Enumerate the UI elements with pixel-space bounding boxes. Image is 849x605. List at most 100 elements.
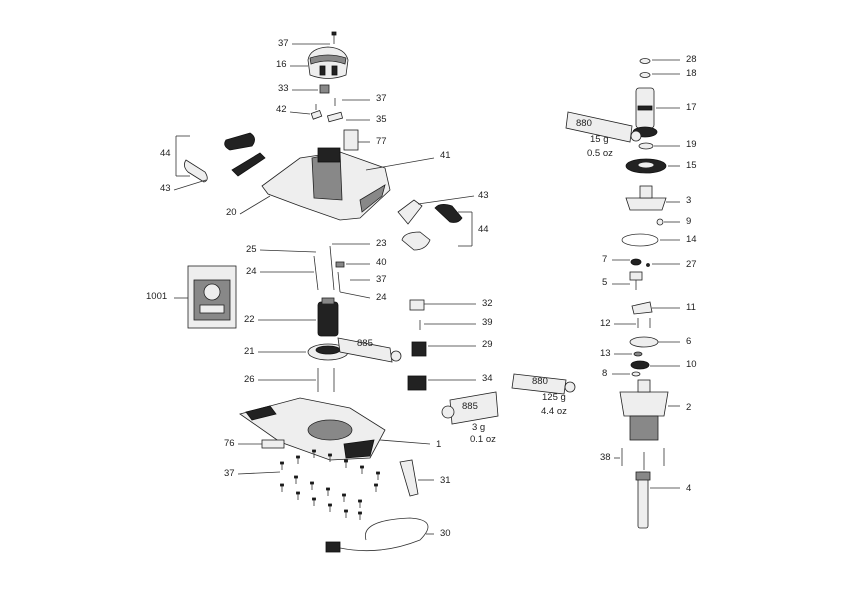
callout-5: 5 [602,277,607,288]
part-small-ring-9 [656,218,664,226]
callout-24: 24 [246,266,257,277]
tube-code: 880 [576,118,592,129]
screw-head [312,449,316,453]
callout-26: 26 [244,374,255,385]
part-cover-cap [307,46,349,79]
callout-10: 10 [686,359,697,370]
tube-weight: 3 g [472,422,485,433]
callout-76: 76 [224,438,235,449]
screw-head [328,453,332,457]
callout-21: 21 [244,346,255,357]
part-ring [307,343,349,361]
screw-head [376,471,380,475]
part-gear-15 [625,158,667,174]
part-washers-top [639,58,651,78]
screw-head [358,499,362,503]
callout-43: 43 [478,190,489,201]
part-o-ring-14 [621,233,659,247]
callout-8: 8 [602,368,607,379]
part-spindle-5 [629,271,643,290]
callout-40: 40 [376,257,387,268]
part-flange-3 [625,185,667,211]
part-shaft-4 [635,471,651,529]
part-bearing-10 [630,360,650,370]
leader-line-c25 [259,249,317,253]
callout-77: 77 [376,136,387,147]
callout-44: 44 [478,224,489,235]
tube-code: 880 [532,376,548,387]
callout-2: 2 [686,402,691,413]
part-pin-27 [646,263,650,267]
callout-28: 28 [686,54,697,65]
tube-imperial: 4.4 oz [541,406,567,417]
grease-tube-top [565,111,642,143]
part-disc-6 [629,336,659,348]
part-motor-armature [632,87,658,138]
callout-38: 38 [600,452,611,463]
leader-line-c43b [417,195,475,205]
callout-4: 4 [686,483,691,494]
part-rods [313,245,345,293]
part-spare-label-card [187,265,237,329]
callout-34: 34 [482,373,493,384]
callout-35: 35 [376,114,387,125]
screw-head [358,511,362,515]
callout-18: 18 [686,68,697,79]
leader-line-c41 [365,157,435,171]
part-bracket-set [407,299,427,391]
part-grip-left [184,132,266,183]
screw-head [360,465,364,469]
screw-head [310,481,314,485]
grease-tube-lower [441,391,499,425]
part-bearing-19 [638,142,654,150]
callout-14: 14 [686,234,697,245]
tube-imperial: 0.5 oz [587,148,613,159]
part-clip-11 [631,301,653,315]
tube-code: 885 [357,338,373,349]
part-housing [261,147,391,221]
screw-head [328,503,332,507]
callout-7: 7 [602,254,607,265]
callout-22: 22 [244,314,255,325]
part-bearing-7 [630,258,642,266]
grease-tube-mid [337,337,402,363]
leader-lines [173,43,680,535]
callout-25: 25 [246,244,257,255]
callout-24: 24 [376,292,387,303]
screw-head [342,493,346,497]
callout-30: 30 [440,528,451,539]
part-screws-38 [621,448,665,470]
screw-head [280,461,284,465]
grease-tube-right [511,373,576,395]
part-screw-37-top [331,31,337,44]
tube-code: 885 [462,401,478,412]
part-screws-12 [637,318,651,328]
callout-27: 27 [686,259,697,270]
callout-43: 43 [160,183,171,194]
callout-37: 37 [376,274,387,285]
callout-44: 44 [160,148,171,159]
callout-23: 23 [376,238,387,249]
callout-15: 15 [686,160,697,171]
callout-6: 6 [686,336,691,347]
part-ring-8 [631,371,641,377]
screw-head [374,483,378,487]
leader-line-c42 [289,111,311,115]
part-label-plate [343,129,359,151]
callout-39: 39 [482,317,493,328]
tube-weight: 15 g [590,134,609,145]
part-base-plate [239,397,386,461]
callout-33: 33 [278,83,289,94]
callout-42: 42 [276,104,287,115]
callout-37: 37 [224,468,235,479]
part-gear-housing-2 [619,379,669,441]
callout-1: 1 [436,439,441,450]
tube-imperial: 0.1 oz [470,434,496,445]
callout-41: 41 [440,150,451,161]
screw-head [296,455,300,459]
callout-37: 37 [376,93,387,104]
callout-1001: 1001 [146,291,167,302]
